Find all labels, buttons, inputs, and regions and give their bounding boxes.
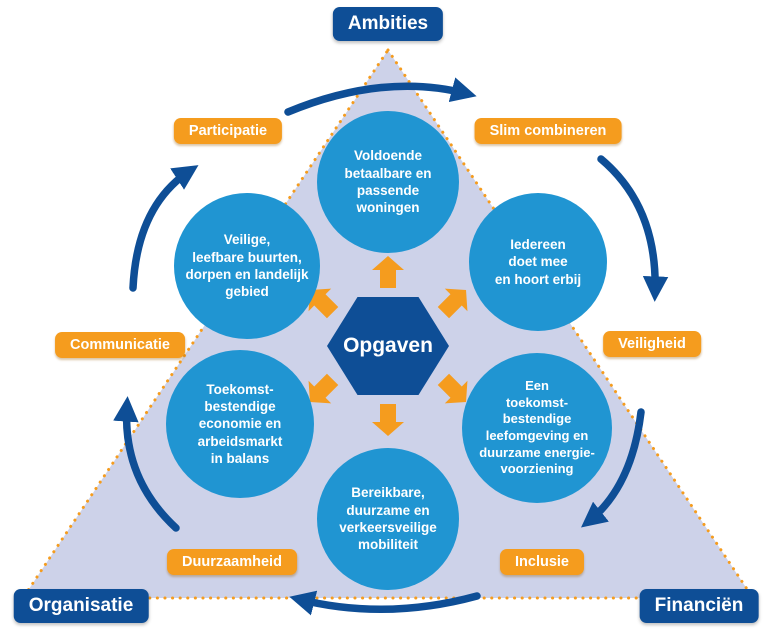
- corner-label-financien: Financiën: [639, 589, 759, 623]
- theme-label-inclusie: Inclusie: [500, 549, 584, 575]
- flow-arrow-right-lower: [581, 408, 645, 528]
- theme-label-slim-combineren: Slim combineren: [474, 118, 622, 144]
- goal-circle-buurten: Veilige, leefbare buurten, dorpen en lan…: [174, 193, 320, 339]
- flow-arrow-right-upper: [597, 155, 669, 302]
- theme-label-participatie: Participatie: [173, 118, 283, 144]
- center-hexagon: Opgaven: [327, 297, 449, 395]
- theme-label-duurzaamheid: Duurzaamheid: [167, 549, 297, 575]
- goal-circle-iedereen: Iedereen doet mee en hoort erbij: [469, 193, 607, 331]
- flow-arrow-left-upper: [129, 165, 199, 292]
- goal-circle-leefomgeving: Een toekomst- bestendige leefomgeving en…: [462, 353, 612, 503]
- flow-arrow-bottom: [289, 590, 481, 616]
- goal-circle-mobiliteit: Bereikbare, duurzame en verkeersveilige …: [317, 448, 459, 590]
- corner-label-organisatie: Organisatie: [13, 589, 149, 623]
- theme-label-veiligheid: Veiligheid: [603, 331, 701, 357]
- flow-arrow-top: [284, 77, 477, 116]
- flow-arrows: [113, 77, 669, 616]
- flow-arrow-left-lower: [113, 396, 180, 532]
- center-hexagon-label: Opgaven: [343, 334, 433, 357]
- corner-label-ambities: Ambities: [332, 7, 444, 41]
- goal-circle-economie: Toekomst- bestendige economie en arbeids…: [166, 350, 314, 498]
- theme-label-communicatie: Communicatie: [55, 332, 185, 358]
- goal-circle-woningen: Voldoende betaalbare en passende woninge…: [317, 111, 459, 253]
